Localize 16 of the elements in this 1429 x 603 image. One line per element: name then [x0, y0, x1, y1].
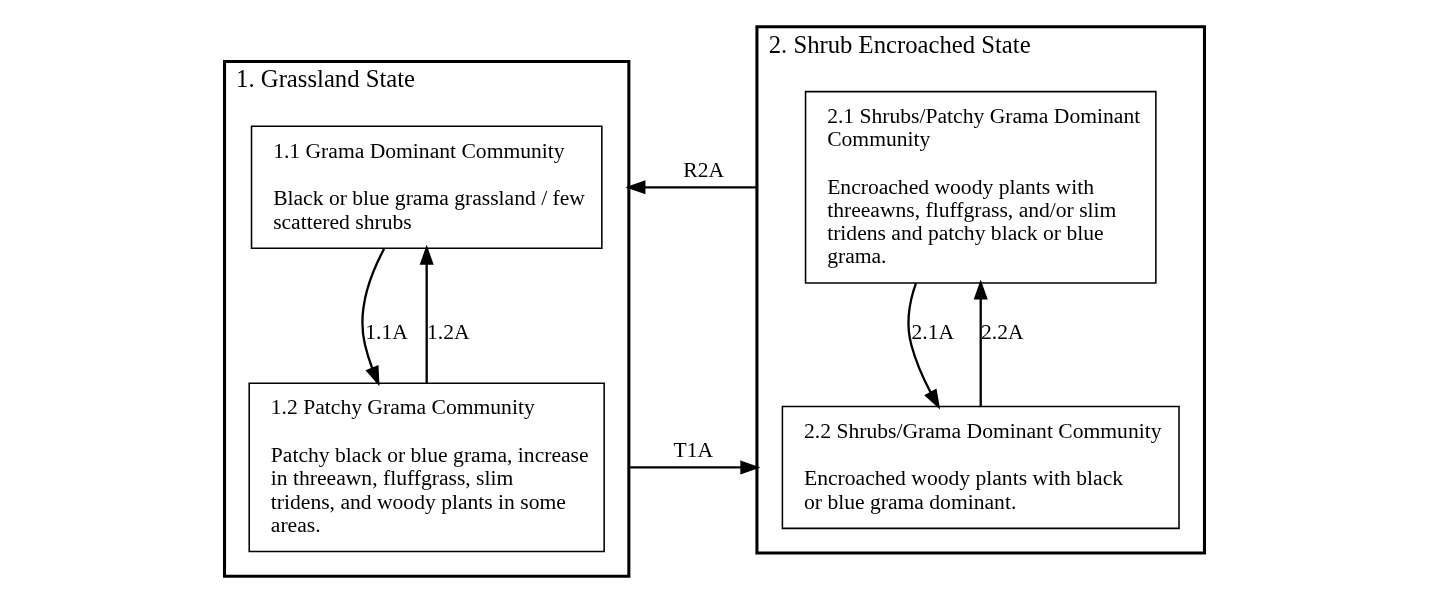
- arrow: [361, 248, 386, 387]
- arrow: [625, 180, 757, 195]
- node-box: 1.2 Patchy Grama Community Patchy black or blue grama, increase in threeawn, fluffgrass, slim tridens, and woody plants in some areas.: [248, 382, 605, 553]
- arrow: [907, 282, 941, 410]
- arrow: [973, 279, 988, 407]
- edge-label: R2A: [683, 157, 725, 182]
- edge-label: 2.2A: [981, 319, 1024, 344]
- node-box: 1.1 Grama Dominant Community Black or blue grama grassland / few scattered shrubs: [250, 125, 603, 250]
- edge-label: 2.1A: [911, 319, 955, 344]
- edge-label: 1.2A: [426, 319, 470, 344]
- edge-label: T1A: [673, 437, 714, 462]
- node-box: 2.2 Shrubs/Grama Dominant Community Encroached woody plants with black or blue grama dominant.: [781, 405, 1180, 530]
- node-box: 2.1 Shrubs/Patchy Grama Dominant Community Encroached woody plants with threeawns, fluffgrass, and/or slim tridens and patchy black or blue grama.: [804, 90, 1157, 284]
- arrow: [628, 460, 761, 475]
- arrow: [419, 244, 434, 383]
- edge-label: 1.1A: [365, 319, 408, 344]
